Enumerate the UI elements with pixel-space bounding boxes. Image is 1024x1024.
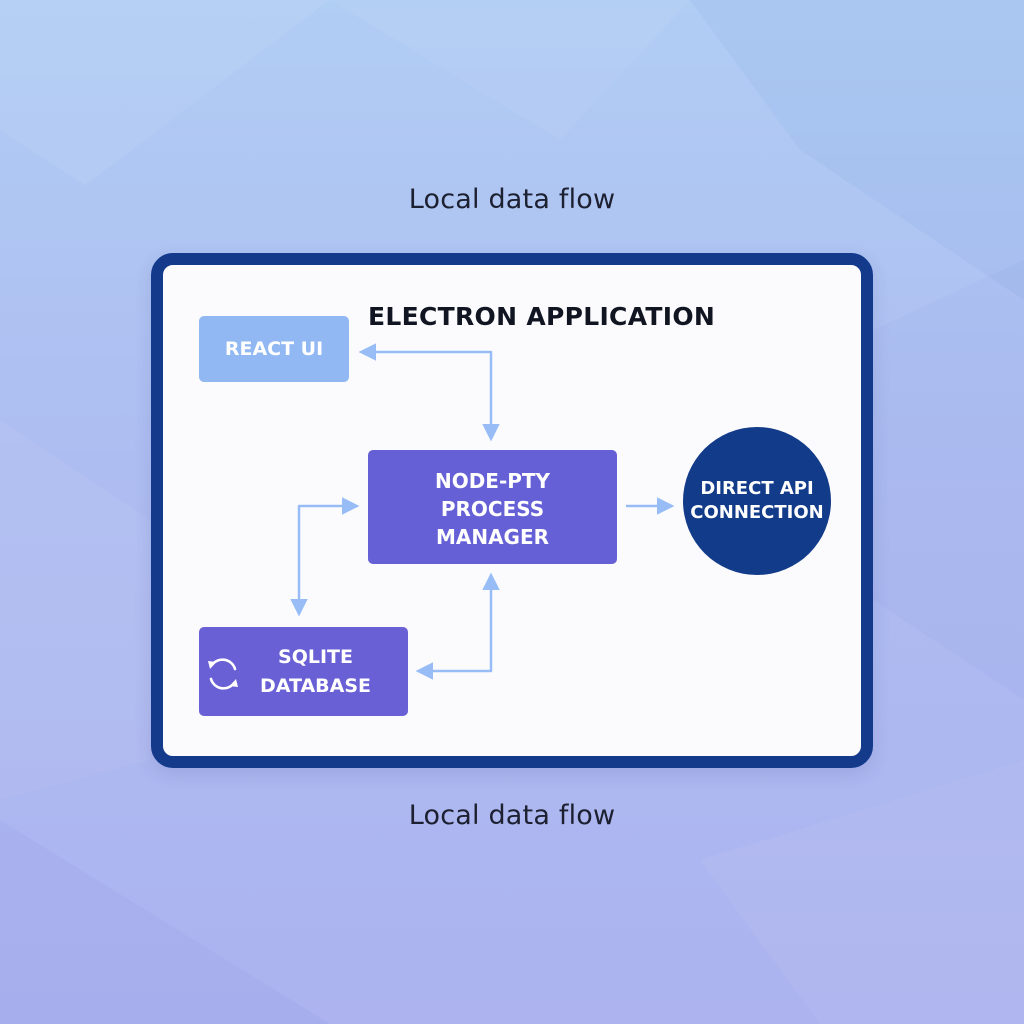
process-manager-label-3: MANAGER <box>435 525 550 549</box>
react-ui-label: REACT UI <box>224 338 324 360</box>
database-label-1: SQLITE <box>278 645 353 668</box>
process-manager-node: NODE-PTY PROCESS MANAGER <box>368 450 617 564</box>
caption-top: Local data flow <box>408 184 616 215</box>
process-manager-label-2: PROCESS <box>440 497 545 521</box>
container-title: ELECTRON APPLICATION <box>368 302 716 331</box>
database-label-2: DATABASE <box>259 674 372 697</box>
api-label-2: CONNECTION <box>690 502 824 523</box>
process-manager-label-1: NODE-PTY <box>434 469 551 493</box>
api-label-1: DIRECT API <box>700 478 814 499</box>
direct-api-connection-node: DIRECT API CONNECTION <box>683 427 831 575</box>
react-ui-node: REACT UI <box>199 316 349 382</box>
sync-icon <box>208 658 238 690</box>
caption-bottom: Local data flow <box>408 800 616 831</box>
sqlite-database-node: SQLITE DATABASE <box>199 627 408 716</box>
